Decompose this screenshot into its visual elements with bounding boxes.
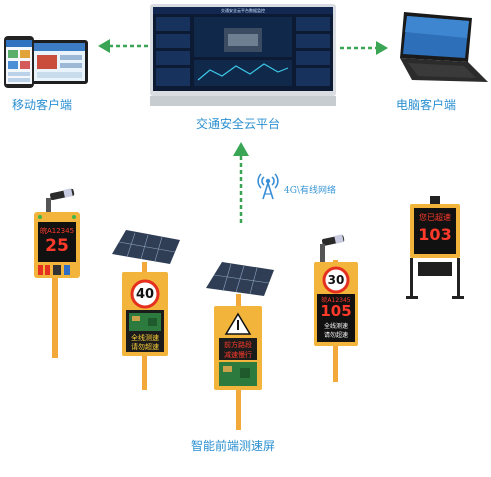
sign4-speed: 105 [320, 302, 352, 320]
sign3-line1: 前方路段 [224, 341, 252, 349]
speed-sign-2: 40 全线测速 请勿超速 [108, 226, 184, 390]
sign4-plate: 皖A12345 [321, 297, 351, 304]
arrow-up-to-platform [232, 142, 250, 228]
sign1-speed: 25 [45, 236, 69, 256]
sign4-line1: 全线测速 [323, 323, 348, 330]
arrow-to-pc [338, 40, 388, 60]
platform-label: 交通安全云平台 [196, 117, 281, 131]
laptop-icon [388, 8, 488, 88]
network-label: 4G\有线网络 [284, 186, 336, 196]
speed-sign-1: 皖A12345 25 [28, 188, 88, 358]
sign2-line2: 请勿超速 [131, 343, 159, 351]
speed-sign-3: 前方路段 减速慢行 [200, 258, 276, 430]
mobile-client-label: 移动客户端 [12, 98, 73, 112]
sign4-line2: 请勿超速 [323, 332, 348, 339]
speed-sign-4: 30 皖A12345 105 全线测速 请勿超速 [304, 234, 368, 382]
antenna-icon [254, 166, 282, 206]
sign5-header: 您已超速 [419, 213, 451, 222]
sign4-limit: 30 [327, 273, 345, 287]
pc-client-label: 电脑客户端 [396, 98, 457, 112]
sign1-plate: 皖A12345 [39, 227, 75, 235]
sign2-limit: 40 [135, 287, 155, 302]
sign5-speed: 103 [418, 225, 452, 244]
sign2-line1: 全线测速 [131, 334, 159, 342]
mobile-devices [0, 36, 92, 88]
monitor-title: 交通安全云平台数据监控 [221, 8, 265, 13]
platform-monitor: 交通安全云平台数据监控 [150, 4, 336, 106]
front-end-screen-label: 智能前端测速屏 [191, 439, 276, 453]
arrow-to-mobile [98, 38, 150, 58]
sign3-line2: 减速慢行 [224, 351, 252, 359]
speed-sign-5: 您已超速 103 [404, 194, 466, 304]
